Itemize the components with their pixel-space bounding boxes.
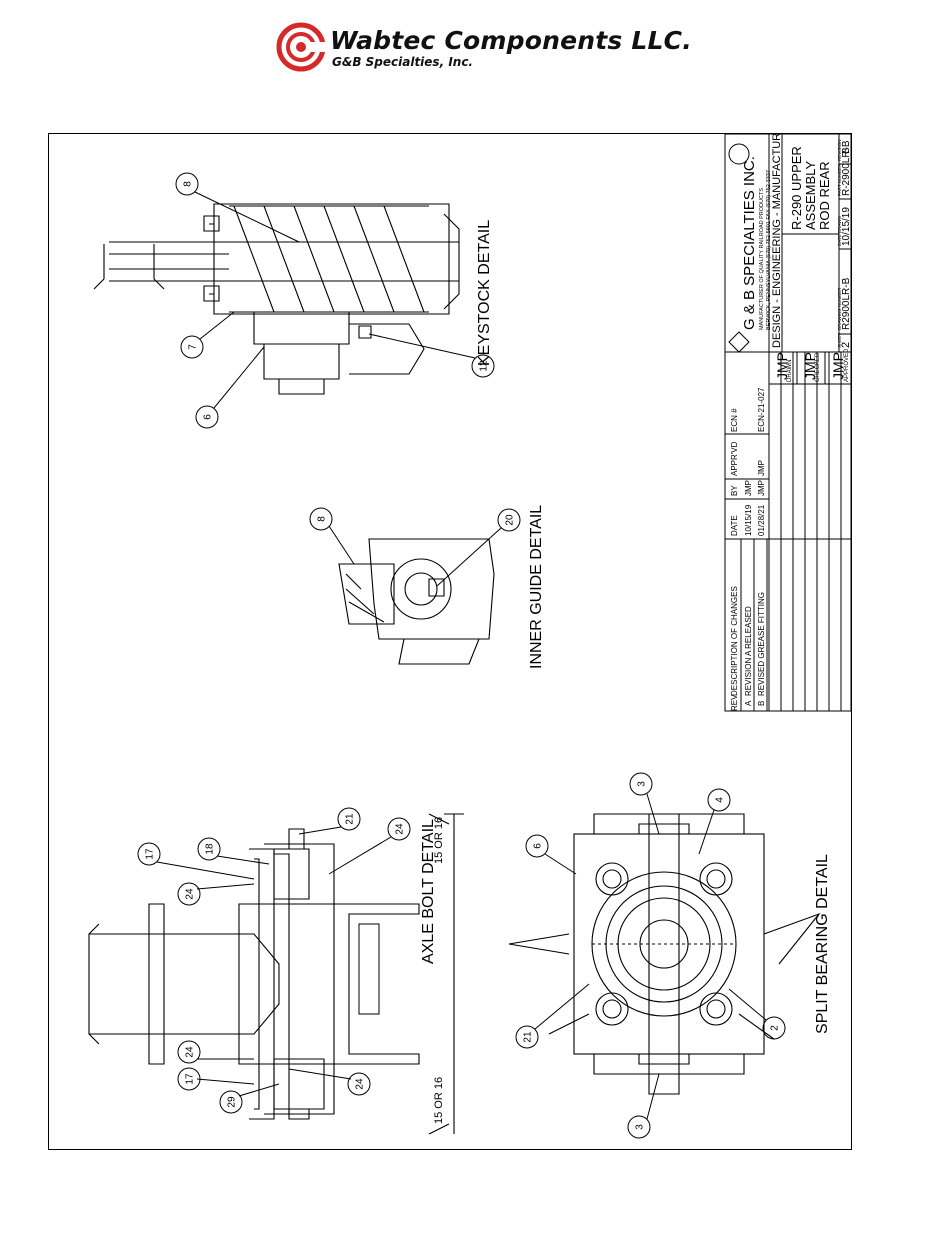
callout-axle-24-d: 24 — [355, 1078, 366, 1090]
callout-bearing-6: 6 — [533, 843, 544, 849]
callout-axle-18: 18 — [205, 843, 216, 855]
keystock-drawing — [93, 203, 460, 395]
split-bearing-callouts — [515, 772, 786, 1139]
callout-axle-29: 29 — [227, 1096, 238, 1108]
title-line-2: ASSEMBLY — [803, 161, 818, 230]
approved-label: APPROVED — [844, 348, 850, 382]
drawing-canvas: KEYSTOCK DETAIL 8 7 6 12 INNER GUIDE DET… — [88, 113, 852, 1139]
title-block-department: DESIGN - ENGINEERING - MANUFACTURING — [771, 134, 783, 348]
rev-header-by: BY — [730, 485, 739, 496]
rev-row-b-desc: REVISED GREASE FITTING — [757, 592, 766, 696]
split-bearing-detail-label: SPLIT BEARING DETAIL — [814, 854, 831, 1034]
wabtec-logo-icon — [276, 22, 328, 72]
callout-bearing-3-top: 3 — [637, 781, 648, 787]
part-number-value: R-2900LR-B — [841, 140, 852, 196]
rev-row-b-approved: JMP — [757, 460, 766, 476]
inner-guide-drawing — [338, 538, 495, 665]
company-logo: Wabtec Components LLC. G&B Specialties, … — [276, 22, 696, 72]
rev-header-rev: REV — [730, 694, 739, 711]
rev-header-date: DATE — [730, 515, 739, 536]
sheet-label: SHEET — [837, 333, 842, 348]
callout-keystock-6: 6 — [203, 414, 214, 420]
callout-keystock-12: 12 — [479, 360, 490, 372]
sheet-value: 2 — [840, 342, 852, 348]
callout-inner-guide-8: 8 — [317, 516, 328, 522]
callout-keystock-7: 7 — [188, 344, 199, 350]
approved-value: JMP — [830, 352, 846, 380]
callout-axle-24-a: 24 — [395, 823, 406, 835]
title-line-3: ROD REAR — [817, 161, 832, 230]
checked-label: CHECKED — [815, 352, 821, 382]
company-name: Wabtec Components LLC. — [330, 26, 692, 55]
callout-axle-17-top: 17 — [145, 848, 156, 860]
callout-bearing-4: 4 — [715, 797, 726, 803]
title-block-address: BERWICK, PENNSYLVANIA (570) 752-5901 FAX… — [766, 170, 772, 330]
title-block-company: G & B SPECIALTIES INC. — [741, 156, 758, 330]
date-drawn-label: DATE DRAWN — [837, 216, 842, 246]
rev-header-ecn: ECN # — [730, 408, 739, 432]
drawing-sheet: KEYSTOCK DETAIL 8 7 6 12 INNER GUIDE DET… — [48, 113, 852, 1150]
part-number-label: PART NUMBER — [837, 163, 842, 196]
callout-bearing-3-bottom: 3 — [635, 1124, 646, 1130]
drawn-value: JMP — [774, 352, 790, 380]
callout-inner-guide-20: 20 — [505, 514, 516, 526]
rev-row-b-ecn: ECN-21-027 — [757, 387, 766, 432]
title-block — [724, 133, 852, 712]
axle-bolt-drawing — [88, 813, 464, 1135]
title-line-1: R-290 UPPER — [789, 146, 804, 230]
drawing-number-value: R2900LR-B — [841, 277, 852, 330]
rev-row-b-date: 01/28/21 — [757, 504, 766, 536]
callout-axle-17-bottom: 17 — [185, 1073, 196, 1085]
rev-row-a-by: JMP — [744, 480, 753, 496]
rev-row-b-by: JMP — [757, 480, 766, 496]
inner-guide-detail-label: INNER GUIDE DETAIL — [528, 505, 545, 669]
keystock-detail-label: KEYSTOCK DETAIL — [476, 220, 493, 366]
rev-header-approved: APPR'VD — [730, 441, 739, 476]
title-block-tagline: MANUFACTURER OF QUALITY RAILROAD PRODUCT… — [759, 188, 765, 330]
callout-bearing-21: 21 — [523, 1031, 534, 1043]
axle-bolt-detail-label: AXLE BOLT DETAIL — [420, 819, 437, 964]
callout-axle-24-c: 24 — [185, 1046, 196, 1058]
rev-row-a-rev: A — [744, 700, 753, 706]
revision-label: REVISION — [837, 139, 842, 161]
rev-row-a-desc: REVISION A RELEASED — [744, 606, 753, 696]
drawing-number-label: DRAWING NUMBER — [837, 287, 842, 330]
callout-bearing-2: 2 — [770, 1025, 781, 1031]
callout-axle-24-b: 24 — [185, 888, 196, 900]
callout-keystock-8: 8 — [183, 181, 194, 187]
rev-header-description: DESCRIPTION OF CHANGES — [730, 586, 739, 696]
drawn-label: DRAWN — [787, 360, 793, 382]
rev-row-a-date: 10/15/19 — [744, 504, 753, 536]
rev-row-b-rev: B — [757, 701, 766, 706]
axle-bolt-dim-right: 15 OR 16 — [433, 817, 445, 864]
split-bearing-drawing — [508, 813, 821, 1095]
axle-bolt-dim-left: 15 OR 16 — [433, 1077, 445, 1124]
date-drawn-value: 10/15/19 — [841, 207, 852, 246]
inner-guide-callouts — [309, 507, 521, 587]
company-subsidiary: G&B Specialties, Inc. — [332, 55, 473, 69]
revision-value: B — [841, 147, 852, 154]
keystock-callouts — [175, 172, 495, 429]
axle-bolt-callouts — [137, 807, 411, 1114]
callout-axle-21: 21 — [345, 813, 356, 825]
checked-value: JMP — [802, 352, 818, 380]
